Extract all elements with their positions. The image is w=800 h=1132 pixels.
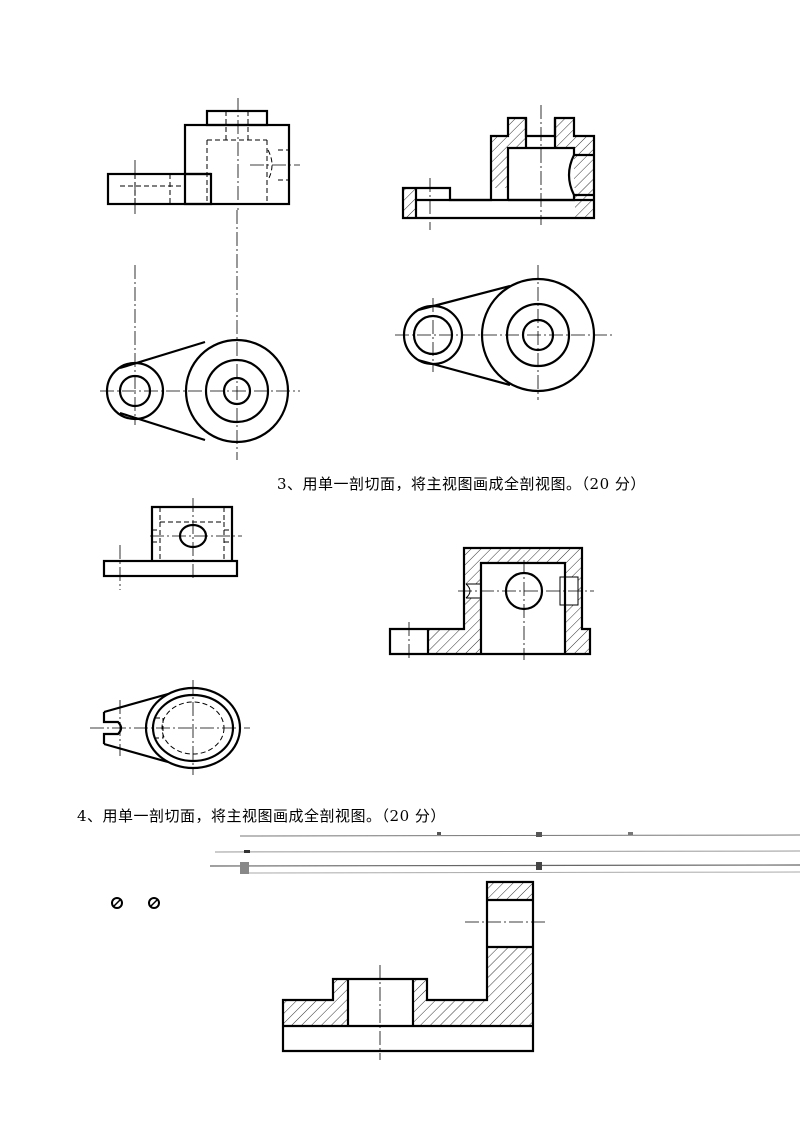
question-4-text: 4、用单一剖切面，将主视图画成全剖视图。（20 分） <box>77 807 446 825</box>
q2-top-view <box>100 210 300 460</box>
q4-section-view <box>281 880 545 1060</box>
question-3-text: 3、用单一剖切面，将主视图画成全剖视图。（20 分） <box>277 475 646 493</box>
q3-front-view <box>102 498 242 590</box>
q3-section-answer <box>388 546 594 660</box>
q2-front-view <box>106 98 300 214</box>
circle-slash-icon <box>148 897 160 909</box>
circle-slash-icon <box>111 897 123 909</box>
q2-top-view-answer <box>395 265 612 400</box>
scan-artifacts <box>111 832 800 909</box>
q3-top-view <box>90 680 250 775</box>
q2-section-answer <box>401 105 596 230</box>
